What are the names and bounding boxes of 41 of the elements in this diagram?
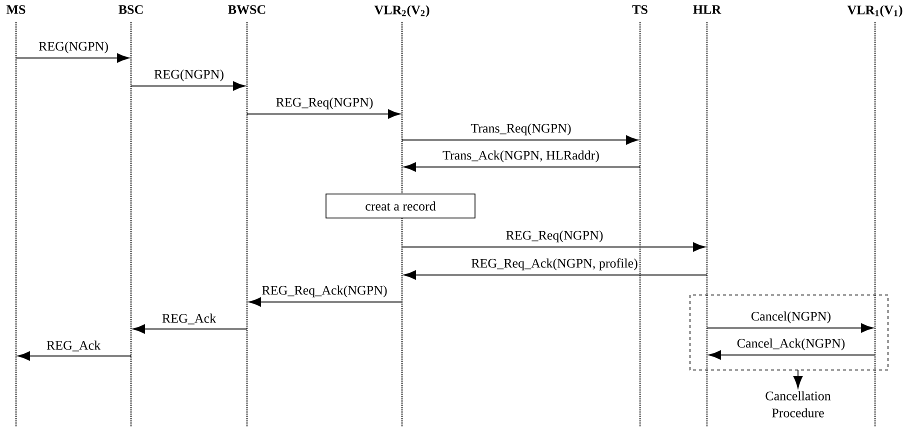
message-arrow bbox=[708, 350, 876, 360]
message-label: REG_Ack bbox=[46, 340, 102, 352]
message-label: REG_Req(NGPN) bbox=[505, 230, 604, 243]
message-label: Cancel_Ack(NGPN) bbox=[736, 338, 846, 351]
arrow bbox=[793, 370, 803, 388]
message-label: REG_Ack bbox=[161, 313, 217, 325]
lifeline-label: TS bbox=[632, 5, 648, 14]
lifeline bbox=[706, 22, 708, 427]
message-arrow bbox=[402, 135, 638, 145]
message-label: REG_Req_Ack(NGPN) bbox=[261, 285, 388, 298]
lifeline-label: HLR bbox=[693, 5, 722, 14]
lifeline-label: BSC bbox=[118, 5, 143, 14]
lifeline bbox=[401, 22, 403, 427]
lifeline-label: BWSC bbox=[228, 5, 266, 14]
lifeline bbox=[874, 22, 876, 427]
lifeline bbox=[246, 22, 248, 427]
note-text: Cancellation Procedure bbox=[766, 391, 831, 418]
message-arrow bbox=[248, 297, 402, 307]
lifeline bbox=[639, 22, 641, 427]
message-arrow bbox=[404, 270, 708, 280]
message-label: REG(NGPN) bbox=[38, 41, 110, 54]
lifeline-label: VLR$_{2}$(V$_{2}$) bbox=[374, 5, 430, 17]
process-box: creat a record bbox=[326, 194, 476, 218]
message-arrow bbox=[246, 109, 401, 119]
lifeline-label: VLR$_{1}$(V$_{1}$) bbox=[847, 5, 902, 17]
message-arrow bbox=[132, 324, 248, 334]
message-label: REG_Req_Ack(NGPN, profile) bbox=[470, 258, 638, 271]
message-label: Trans_Ack(NGPN, HLRaddr) bbox=[442, 150, 600, 163]
lifeline bbox=[15, 22, 17, 427]
message-label: REG(NGPN) bbox=[153, 69, 225, 82]
message-arrow bbox=[404, 162, 640, 172]
message-label: Cancel(NGPN) bbox=[750, 311, 832, 324]
lifeline bbox=[130, 22, 132, 427]
message-arrow bbox=[16, 53, 130, 63]
message-arrow bbox=[130, 81, 246, 91]
message-label: REG_Req(NGPN) bbox=[275, 97, 374, 110]
lifeline-label: MS bbox=[6, 5, 26, 14]
message-arrow bbox=[402, 242, 706, 252]
message-label: Trans_Req(NGPN) bbox=[470, 123, 572, 136]
message-arrow bbox=[18, 351, 132, 361]
message-arrow bbox=[706, 323, 874, 333]
